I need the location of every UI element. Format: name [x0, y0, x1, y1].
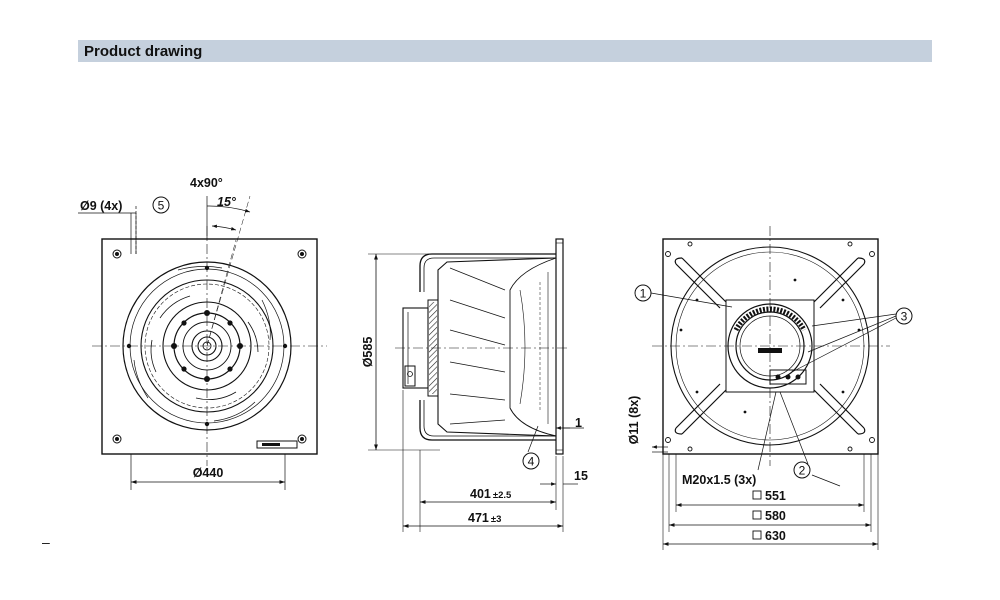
square-symbol-630: [752, 530, 762, 540]
callout-2-label: 2: [799, 464, 806, 478]
side-flange-depth-dim: 15: [574, 469, 588, 483]
front-mounting-holes: [112, 249, 307, 444]
side-mounting-bracket-top: [419, 253, 556, 292]
back-square-630-dim: 630: [765, 529, 786, 543]
back-cable-gland-dim: M20x1.5 (3x): [682, 473, 756, 487]
side-flange-dim: 1: [575, 416, 582, 430]
callout-4-label: 4: [528, 455, 535, 469]
callout-1-label: 1: [640, 287, 647, 301]
back-view: [634, 226, 913, 550]
side-view-labels: Ø585 1 4 15 401±2.5 471±3: [361, 337, 588, 525]
square-symbol-551: [752, 490, 762, 500]
section-title: Product drawing: [84, 42, 203, 60]
side-flange-plate: [555, 238, 564, 455]
back-mounting-holes: [665, 241, 875, 452]
back-hole-dim: Ø11 (8x): [627, 396, 641, 445]
back-square-551-dim: 551: [765, 489, 786, 503]
callout-4-bubble: [522, 452, 540, 470]
back-support-struts: [674, 257, 866, 435]
front-motor-bolts: [126, 265, 288, 427]
callout-5-bubble: [152, 196, 170, 214]
front-width-dim: Ø440: [193, 466, 224, 480]
callout-5-label: 5: [158, 199, 165, 213]
svg-text:401±2.5: 401±2.5: [470, 487, 512, 501]
back-motor-mount-plate: [725, 299, 815, 393]
front-mounting-plate: [101, 238, 318, 455]
front-view-labels: Ø9 (4x) 5 4x90° 15° Ø440: [80, 176, 237, 480]
back-mounting-plate: [662, 238, 879, 455]
front-rating-plate: [256, 440, 298, 449]
section-header: Product drawing: [78, 40, 932, 62]
square-symbol-580: [752, 510, 762, 520]
back-view-labels: 1 3 2 Ø11 (8x) M20x1.5 (3x) 551 580 630: [627, 287, 908, 544]
callout-3-label: 3: [901, 310, 908, 324]
side-depth-dim-tol: ±2.5: [493, 490, 512, 501]
back-square-580-dim: 580: [765, 509, 786, 523]
svg-text:471±3: 471±3: [468, 511, 501, 525]
back-motor-housing: [727, 303, 813, 389]
side-depth-dim-value: 401: [470, 487, 491, 501]
front-inlet-ring: [122, 261, 292, 431]
front-angle-offset-dim: 15°: [217, 195, 237, 209]
callout-2-bubble: [793, 461, 811, 479]
side-impeller-outline: [437, 257, 557, 437]
side-mounting-bracket-bottom: [419, 400, 556, 441]
side-diameter-dim: Ø585: [361, 337, 375, 368]
side-total-dim-value: 471: [468, 511, 489, 525]
back-terminal-box: [769, 369, 807, 385]
front-view: [78, 195, 327, 490]
front-angle-spacing-dim: 4x90°: [190, 176, 223, 190]
side-view: [368, 238, 584, 532]
side-total-dim-tol: ±3: [491, 514, 502, 525]
front-hole-dim: Ø9 (4x): [80, 199, 122, 213]
page-margin-mark: –: [42, 534, 50, 550]
